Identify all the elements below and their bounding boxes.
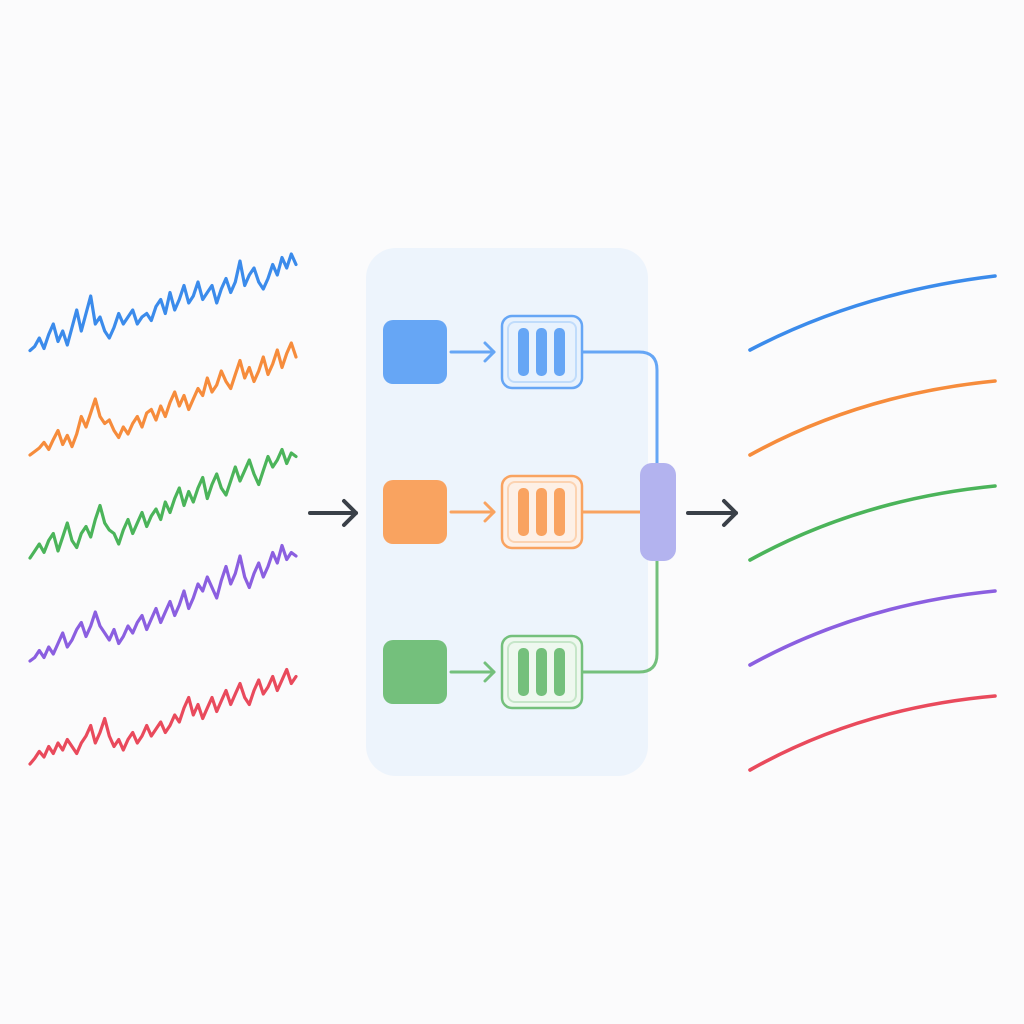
input-series-1 [28, 252, 298, 353]
filter-bar-2-3 [554, 488, 565, 536]
filter-bar-1-1 [518, 328, 529, 376]
branch-connector-1 [580, 350, 659, 465]
filter-bar-2-1 [518, 488, 529, 536]
input-series-5 [28, 667, 298, 766]
output-series-5 [748, 694, 997, 772]
filter-bar-3-3 [554, 648, 565, 696]
output-series-2 [748, 379, 997, 457]
branch-arrow-head-1 [483, 341, 496, 363]
filter-bar-1-2 [536, 328, 547, 376]
branch-block-2 [383, 480, 447, 544]
filter-bar-3-1 [518, 648, 529, 696]
branch-arrow-head-3 [483, 661, 496, 683]
output-series-4 [748, 589, 997, 667]
arrow-out-head [722, 499, 738, 527]
input-series-3 [28, 447, 298, 560]
filter-bar-2-2 [536, 488, 547, 536]
filter-inner-frame-1 [507, 321, 577, 383]
filter-inner-frame-2 [507, 481, 577, 543]
input-series-2 [28, 341, 298, 457]
branch-connector-3 [580, 559, 659, 674]
output-series-1 [748, 274, 997, 352]
arrow-in-head [342, 499, 358, 527]
input-series-4 [28, 543, 298, 663]
filter-inner-frame-3 [507, 641, 577, 703]
branch-block-3 [383, 640, 447, 704]
output-series-3 [748, 484, 997, 562]
filter-bar-3-2 [536, 648, 547, 696]
branch-block-1 [383, 320, 447, 384]
merge-node [640, 463, 676, 561]
branch-arrow-head-2 [483, 501, 496, 523]
filter-bar-1-3 [554, 328, 565, 376]
